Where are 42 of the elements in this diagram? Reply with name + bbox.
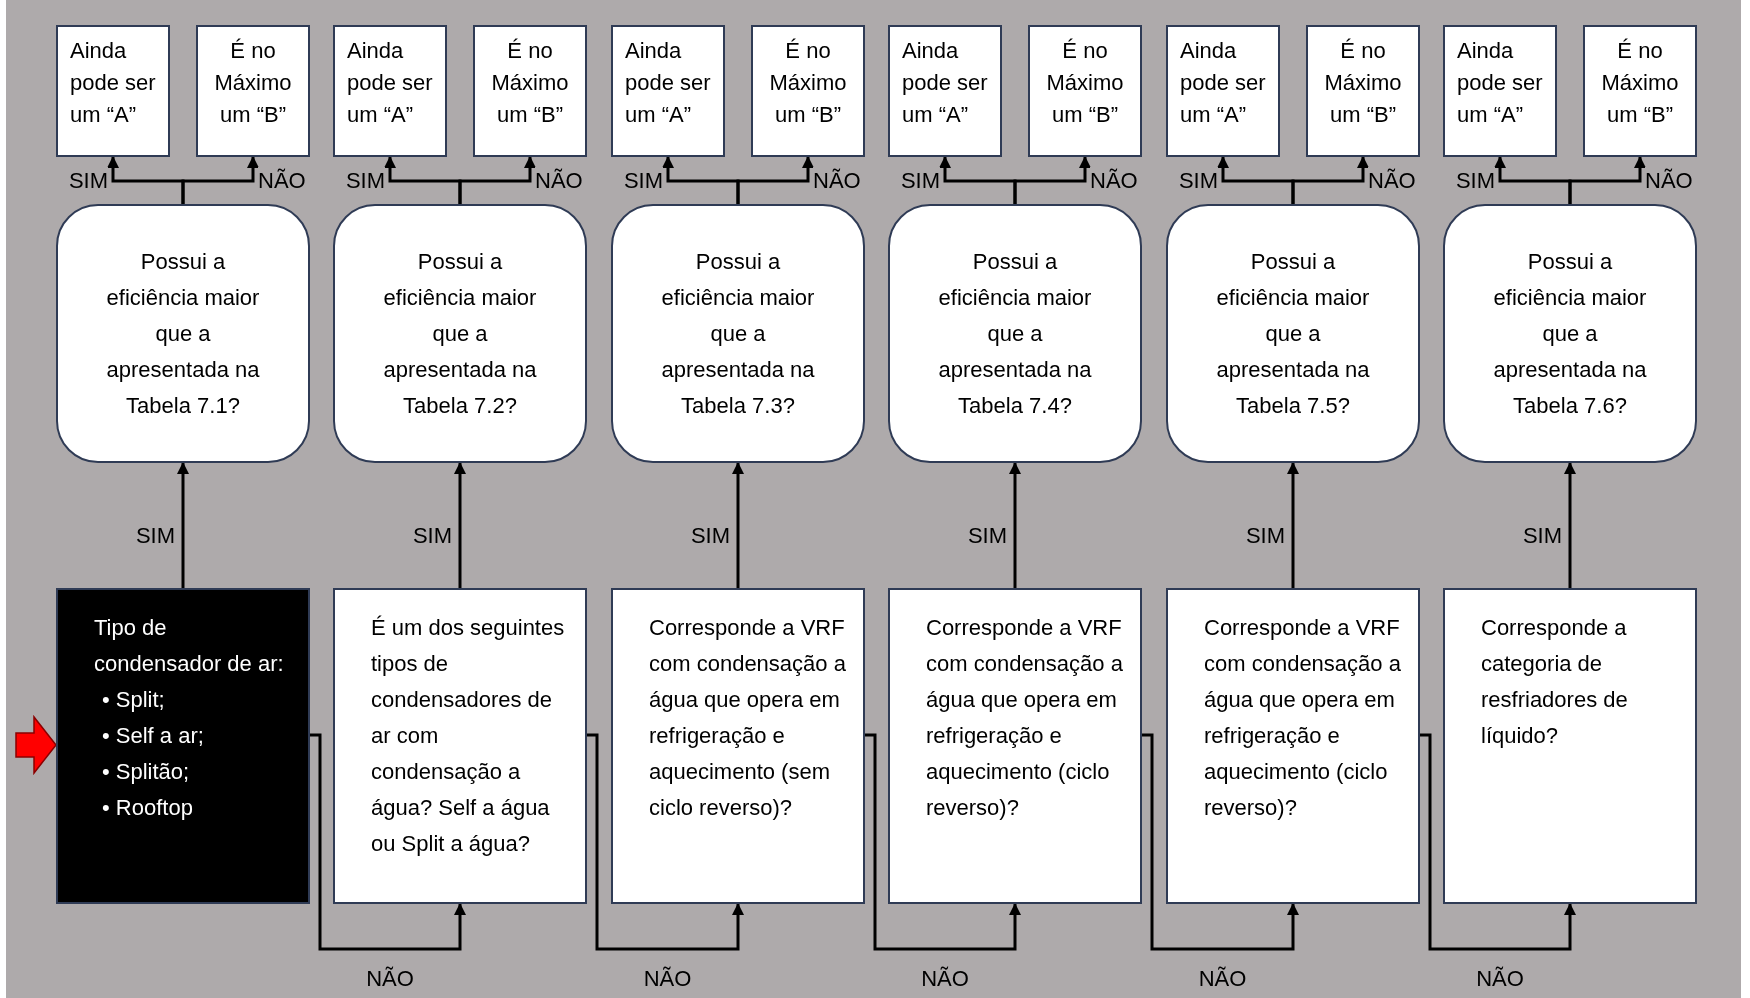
question-box: Corresponde a categoria de resfriadores de líquido?: [1443, 588, 1697, 904]
decision-box: Possui a eficiência maior que a apresentada na Tabela 7.1?: [56, 204, 310, 463]
outcome-box: É no Máximo um “B”: [196, 25, 310, 157]
arrow: [1009, 462, 1021, 588]
arrow: [732, 462, 744, 588]
decision-box: Possui a eficiência maior que a apresentada na Tabela 7.6?: [1443, 204, 1697, 463]
decision-box: Possui a eficiência maior que a apresentada na Tabela 7.3?: [611, 204, 865, 463]
outcome-box: Ainda pode ser um “A”: [56, 25, 170, 157]
outcome-box: Ainda pode ser um “A”: [888, 25, 1002, 157]
outcome-box: Ainda pode ser um “A”: [1443, 25, 1557, 157]
outcome-box: É no Máximo um “B”: [1306, 25, 1420, 157]
outcome-box: É no Máximo um “B”: [751, 25, 865, 157]
arrow: [1291, 156, 1369, 204]
arrow: [181, 156, 259, 204]
arrow: [865, 733, 1021, 951]
outcome-box: Ainda pode ser um “A”: [333, 25, 447, 157]
arrow: [454, 462, 466, 588]
arrow: [1420, 733, 1576, 951]
decision-box: Possui a eficiência maior que a apresentada na Tabela 7.2?: [333, 204, 587, 463]
question-box: Corresponde a VRF com condensação a água que opera em refrigeração e aquecimento (ciclo reverso)?: [1166, 588, 1420, 904]
outcome-box: Ainda pode ser um “A”: [1166, 25, 1280, 157]
arrow: [458, 156, 536, 204]
outcome-box: É no Máximo um “B”: [1028, 25, 1142, 157]
question-box: Corresponde a VRF com condensação a água que opera em refrigeração e aquecimento (sem ciclo reverso)?: [611, 588, 865, 904]
arrow: [736, 156, 814, 204]
arrow: [310, 733, 466, 951]
start-box: Tipo de condensador de ar: • Split; • Self a ar; • Splitão; • Rooftop: [56, 588, 310, 904]
arrow: [587, 733, 744, 951]
arrow: [177, 462, 189, 588]
question-box: Corresponde a VRF com condensação a água que opera em refrigeração e aquecimento (ciclo reverso)?: [888, 588, 1142, 904]
outcome-box: Ainda pode ser um “A”: [611, 25, 725, 157]
outcome-box: É no Máximo um “B”: [473, 25, 587, 157]
arrow: [1287, 462, 1299, 588]
arrow: [1568, 156, 1646, 204]
arrow: [1013, 156, 1091, 204]
arrow: [1142, 733, 1299, 951]
arrow: [1564, 462, 1576, 588]
decision-box: Possui a eficiência maior que a apresentada na Tabela 7.4?: [888, 204, 1142, 463]
question-box: É um dos seguintes tipos de condensadores de ar com condensação a água? Self a água ou Split a água?: [333, 588, 587, 904]
entry-arrow: [15, 714, 57, 776]
decision-box: Possui a eficiência maior que a apresentada na Tabela 7.5?: [1166, 204, 1420, 463]
outcome-box: É no Máximo um “B”: [1583, 25, 1697, 157]
